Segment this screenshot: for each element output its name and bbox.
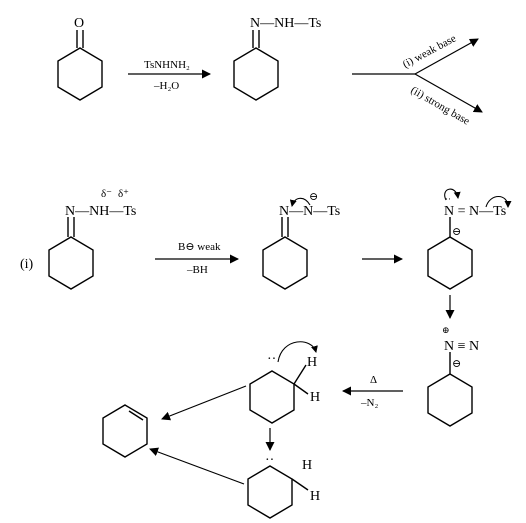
h-lower: H (310, 390, 320, 405)
heat-symbol: Δ (370, 374, 377, 386)
cyclohexene-product (102, 404, 148, 458)
h-alt-lower: H (310, 489, 320, 504)
heat-arrow: Δ –N₂ (342, 374, 403, 409)
anion-label: N—N—Ts (279, 204, 340, 219)
carbanion-minus: ⊖ (452, 226, 461, 238)
branch-arrows: (i) weak base (ii) strong base (352, 32, 483, 128)
delta-minus: δ⁻ (101, 188, 112, 200)
minus-bh-label: –BH (186, 264, 208, 276)
start-hydrazone: N—NH—Ts δ⁻ δ⁺ (48, 188, 136, 290)
weak-base-reagent: B⊖ weak (178, 241, 221, 253)
start-hydrazone-label: N—NH—Ts (65, 204, 136, 219)
tosylhydrazine-arrow: TsNHNH₂ –H₂O (128, 59, 211, 92)
hydrazone-anion: N—N—Ts ⊖ (262, 191, 340, 290)
carbene-dots: ·· (267, 352, 276, 367)
diazo-label: N = N—Ts (444, 204, 506, 219)
strong-base-label: (ii) strong base (409, 84, 472, 127)
deprotonation-arrow: B⊖ weak –BH (155, 241, 239, 276)
reagent-minus-water: –H₂O (153, 80, 179, 92)
cyclohexanone: O (57, 16, 103, 101)
diazo-carbanion: N = N—Ts ·· ⊖ (427, 188, 512, 290)
diazonium-plus: ⊕ (442, 325, 450, 335)
arrow-to-alkene-bottom (149, 447, 245, 485)
carbene-alt-dots: ·· (265, 453, 274, 468)
arrow-to-alkene-top (161, 385, 247, 421)
reagent-tosylhydrazine: TsNHNH₂ (144, 59, 190, 71)
carbene-alternate: ·· H H (247, 453, 320, 519)
anion-minus: ⊖ (309, 191, 318, 203)
case-label: (i) (20, 257, 34, 272)
diazo-lone-pair: ·· (445, 194, 451, 204)
diazonium: ⊕ N ≡ N ⊖ (427, 325, 479, 427)
tosylhydrazone: N—NH—Ts (233, 16, 321, 101)
minus-n2-label: –N₂ (360, 397, 378, 409)
diazonium-label: N ≡ N (444, 339, 479, 354)
diazonium-minus: ⊖ (452, 358, 461, 370)
hydrazone-label: N—NH—Ts (250, 16, 321, 31)
delta-plus: δ⁺ (118, 188, 129, 200)
h-upper: H (307, 355, 317, 370)
weak-base-label: (i) weak base (401, 32, 459, 70)
carbene-intermediate: ·· H H (249, 341, 320, 424)
oxygen-label: O (74, 16, 84, 31)
h-alt-upper: H (302, 458, 312, 473)
